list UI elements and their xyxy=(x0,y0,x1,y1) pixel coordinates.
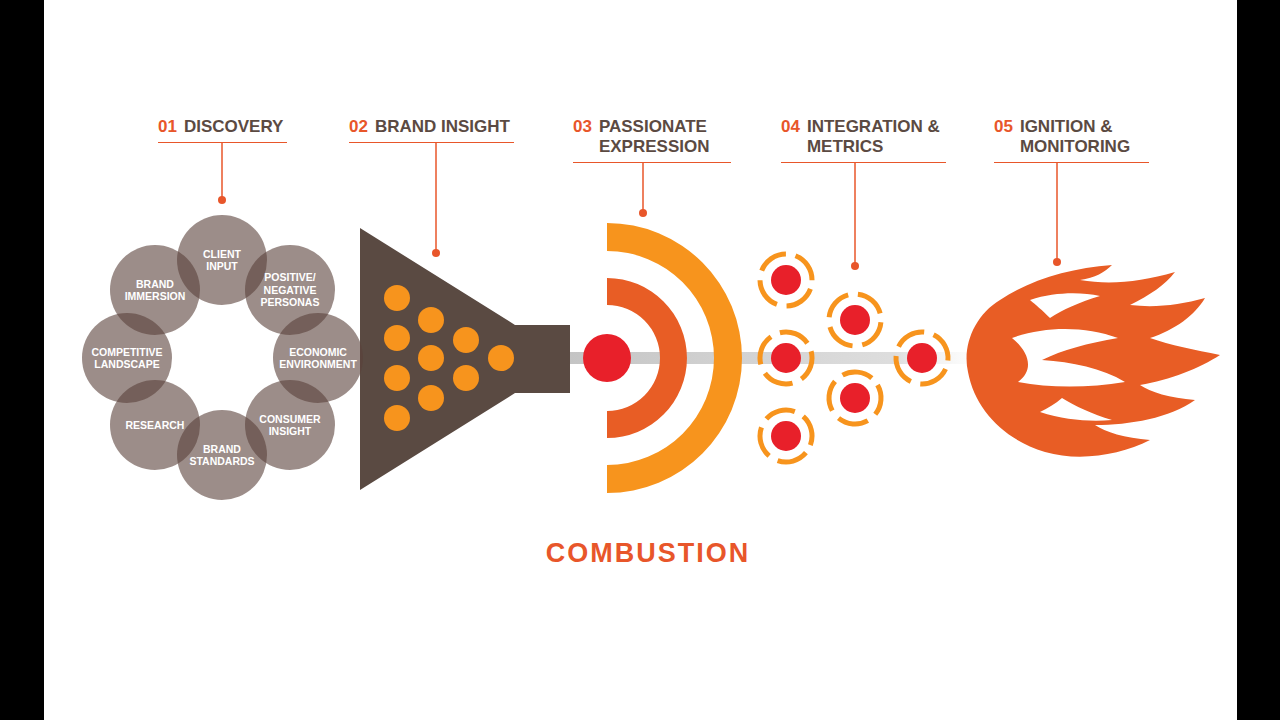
leader-line xyxy=(1056,163,1058,262)
step-number: 04 xyxy=(781,117,800,137)
circle-label: COMPETITIVE LANDSCAPE xyxy=(85,346,169,371)
expression-arcs xyxy=(583,223,742,493)
leader-line xyxy=(221,143,223,200)
side-bar xyxy=(1237,0,1280,720)
step-title: IGNITION & MONITORING xyxy=(1020,117,1145,157)
leader-line xyxy=(642,163,644,213)
circle-label: CONSUMER INSIGHT xyxy=(253,413,327,438)
step-number: 05 xyxy=(994,117,1013,137)
circle-label: CLIENT INPUT xyxy=(192,248,252,273)
circle-label: BRAND STANDARDS xyxy=(185,443,259,468)
step-heading: 03 PASSIONATE EXPRESSION xyxy=(573,117,731,163)
step-heading: 01 DISCOVERY xyxy=(158,117,287,143)
step-title: PASSIONATE EXPRESSION xyxy=(599,117,727,157)
step-title: INTEGRATION & METRICS xyxy=(807,117,942,157)
leader-dot xyxy=(851,262,859,270)
topic-circle: BRAND IMMERSION xyxy=(110,245,200,335)
leader-dot xyxy=(639,209,647,217)
leader-line xyxy=(854,163,856,266)
step-number: 01 xyxy=(158,117,177,137)
leader-dot xyxy=(1053,258,1061,266)
leader-dot xyxy=(218,196,226,204)
side-bar xyxy=(0,0,44,720)
step-heading: 04 INTEGRATION & METRICS xyxy=(781,117,946,163)
leader-line xyxy=(435,143,437,253)
leader-dot xyxy=(432,249,440,257)
step-heading: 05 IGNITION & MONITORING xyxy=(994,117,1149,163)
circle-label: POSITIVE/ NEGATIVE PERSONAS xyxy=(255,271,325,308)
step-title: DISCOVERY xyxy=(184,117,284,137)
step-title: BRAND INSIGHT xyxy=(375,117,510,137)
caption: COMBUSTION xyxy=(546,538,751,569)
circle-fill xyxy=(110,245,200,335)
circle-label: RESEARCH xyxy=(115,419,195,431)
circle-label: ECONOMIC ENVIRONMENT xyxy=(277,346,359,371)
circle-label: BRAND IMMERSION xyxy=(116,278,194,303)
step-number: 02 xyxy=(349,117,368,137)
step-heading: 02 BRAND INSIGHT xyxy=(349,117,514,143)
flame xyxy=(967,265,1220,457)
step-number: 03 xyxy=(573,117,592,137)
funnel xyxy=(360,228,570,490)
integration-dots xyxy=(749,247,956,473)
